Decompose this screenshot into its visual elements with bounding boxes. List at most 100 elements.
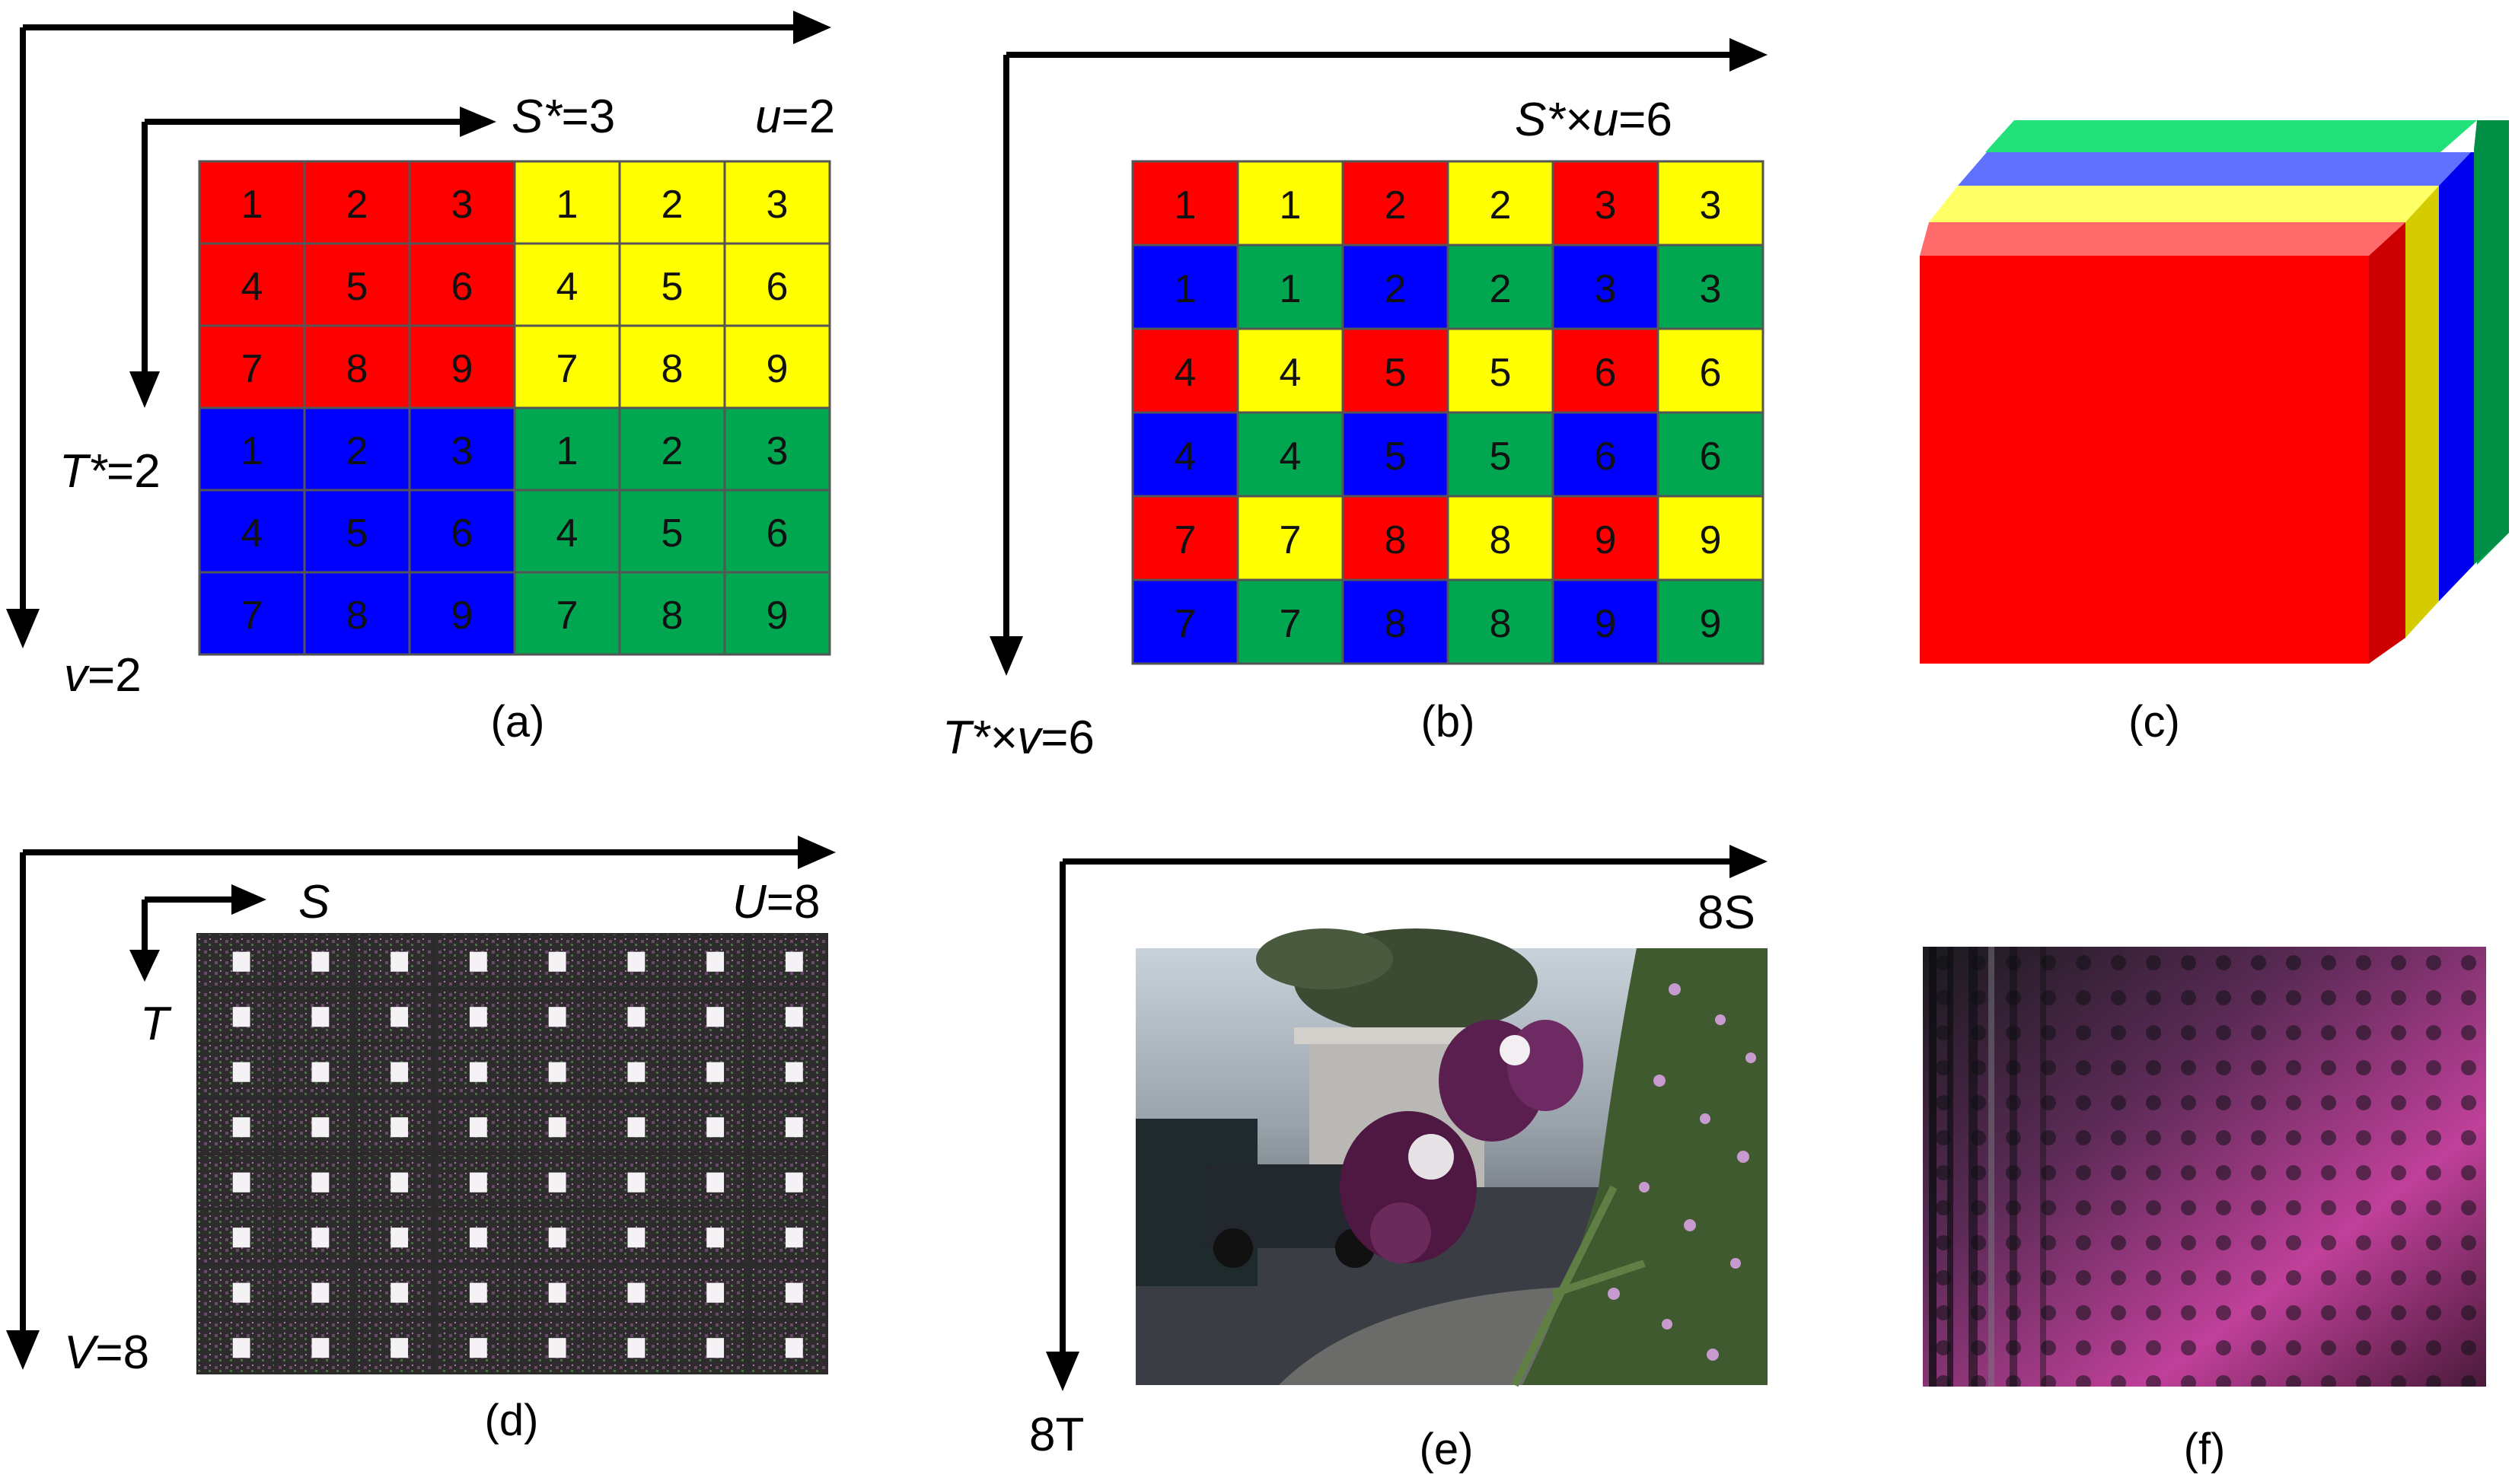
panel-d: S T U=8 V=8 (d) (6, 836, 836, 1445)
panel-d-view-highlight (311, 1172, 330, 1193)
panel-b-cell-label: 4 (1175, 351, 1197, 395)
panel-a-cell-label: 3 (451, 183, 473, 227)
panel-b-cell (1341, 327, 1449, 414)
panel-d-view-highlight (391, 1007, 409, 1027)
panel-b-cell-label: 1 (1280, 267, 1302, 311)
panel-a-cell (723, 489, 831, 574)
panel-e-bottom-label: 8T (1029, 1409, 1084, 1461)
panel-d-view-highlight (706, 1117, 725, 1138)
panel-a-cell-label: 8 (661, 594, 684, 638)
panel-a-cell-label: 5 (661, 511, 684, 556)
panel-a-cell-label: 8 (346, 594, 368, 638)
panel-a-cell (618, 489, 726, 574)
panel-d-view-highlight (627, 1062, 646, 1082)
panel-d-view-highlight (469, 951, 487, 972)
panel-b-cell-label: 3 (1700, 183, 1722, 228)
panel-a-cell-label: 5 (346, 511, 368, 556)
panel-a-cell-label: 6 (451, 511, 473, 556)
panel-b-cell (1131, 327, 1239, 414)
panel-d-view-highlight (785, 1007, 803, 1027)
panel-e-h-arrow (1063, 845, 1768, 878)
panel-e-photo (1136, 928, 1768, 1387)
panel-d-view-highlight (785, 1228, 803, 1248)
panel-b-cell (1236, 327, 1344, 414)
panel-d-view-highlight (785, 1282, 803, 1303)
panel-b-cell (1236, 578, 1344, 665)
panel-d-view-highlight (469, 1282, 487, 1303)
panel-a-cell-label: 5 (346, 265, 368, 309)
panel-b-cell-label: 4 (1280, 435, 1302, 479)
panel-b-cell-label: 7 (1175, 518, 1197, 562)
panel-b-cell (1341, 578, 1449, 665)
panel-a-cell-label: 7 (241, 347, 263, 391)
panel-b-cell-label: 8 (1385, 602, 1407, 646)
panel-b-cell (1446, 160, 1554, 247)
panel-a-outer-v-arrow (6, 27, 40, 648)
stack-layer-yellow (1929, 186, 2439, 638)
panel-a-cell-label: 9 (451, 594, 473, 638)
panel-d-view-highlight (785, 1117, 803, 1138)
panel-b-cell (1446, 244, 1554, 330)
panel-d-view-highlight (706, 951, 725, 972)
panel-d-view-highlight (391, 1062, 409, 1082)
panel-e-top-label: 8S (1698, 887, 1755, 939)
panel-a-cell-label: 9 (451, 347, 473, 391)
panel-d-view-highlight (706, 1007, 725, 1027)
panel-d-view-highlight (232, 1172, 250, 1193)
panel-d-view-highlight (391, 1117, 409, 1138)
panel-b-cell (1236, 411, 1344, 498)
panel-b-cell (1656, 244, 1764, 330)
panel-a-cell (198, 406, 306, 492)
panel-b-cell (1656, 495, 1764, 581)
panel-b-cell (1131, 578, 1239, 665)
panel-a-cell-label: 5 (661, 265, 684, 309)
panel-a-cell-label: 7 (556, 347, 579, 391)
panel-d-view-highlight (232, 1062, 250, 1082)
panel-b-cell-label: 1 (1175, 267, 1197, 311)
panel-d-view-highlight (469, 1062, 487, 1082)
panel-b-cell-label: 3 (1595, 183, 1617, 228)
panel-d-view-highlight (548, 1282, 566, 1303)
panel-d-view-highlight (232, 951, 250, 972)
panel-a-right-label: u=2 (755, 91, 835, 143)
panel-b-cell (1656, 160, 1764, 247)
panel-d-view-highlight (785, 1062, 803, 1082)
panel-a-cell-label: 8 (346, 347, 368, 391)
panel-d-view-highlight (627, 1172, 646, 1193)
panel-a-cell-label: 6 (767, 511, 789, 556)
panel-b-cell (1656, 578, 1764, 665)
panel-b-cell (1131, 411, 1239, 498)
panel-b-cell-label: 1 (1280, 183, 1302, 228)
panel-b-cell (1446, 578, 1554, 665)
panel-b-cell (1131, 160, 1239, 247)
panel-d-view-highlight (232, 1007, 250, 1027)
panel-d-view-highlight (706, 1282, 725, 1303)
panel-a-cell-label: 3 (767, 429, 789, 473)
panel-d-inner-v-label: T (140, 998, 172, 1050)
panel-a-cell (618, 571, 726, 656)
panel-a-cell-label: 4 (241, 265, 263, 309)
panel-a-inner-v-arrow (129, 122, 160, 408)
panel-b-cell-label: 9 (1595, 518, 1617, 562)
panel-a-cell (723, 242, 831, 327)
panel-b-cell-label: 1 (1175, 183, 1197, 228)
panel-d-view-highlight (311, 1282, 330, 1303)
panel-d-view-highlight (627, 951, 646, 972)
panel-a-cell-label: 9 (767, 347, 789, 391)
panel-a-cell-label: 3 (451, 429, 473, 473)
panel-b-cell-label: 5 (1490, 435, 1512, 479)
panel-a-cell-label: 2 (661, 183, 684, 227)
panel-b-cell-label: 9 (1700, 518, 1722, 562)
panel-a-cell (513, 489, 621, 574)
panel-c-caption: (c) (2128, 697, 2180, 747)
panel-d-view-highlight (706, 1228, 725, 1248)
panel-b-cell (1131, 244, 1239, 330)
panel-a-cell (723, 324, 831, 409)
panel-a-left-label: T*=2 (59, 445, 161, 498)
panel-a-cell (513, 324, 621, 409)
panel-b-cell (1551, 411, 1659, 498)
panel-b-v-arrow (990, 55, 1023, 676)
